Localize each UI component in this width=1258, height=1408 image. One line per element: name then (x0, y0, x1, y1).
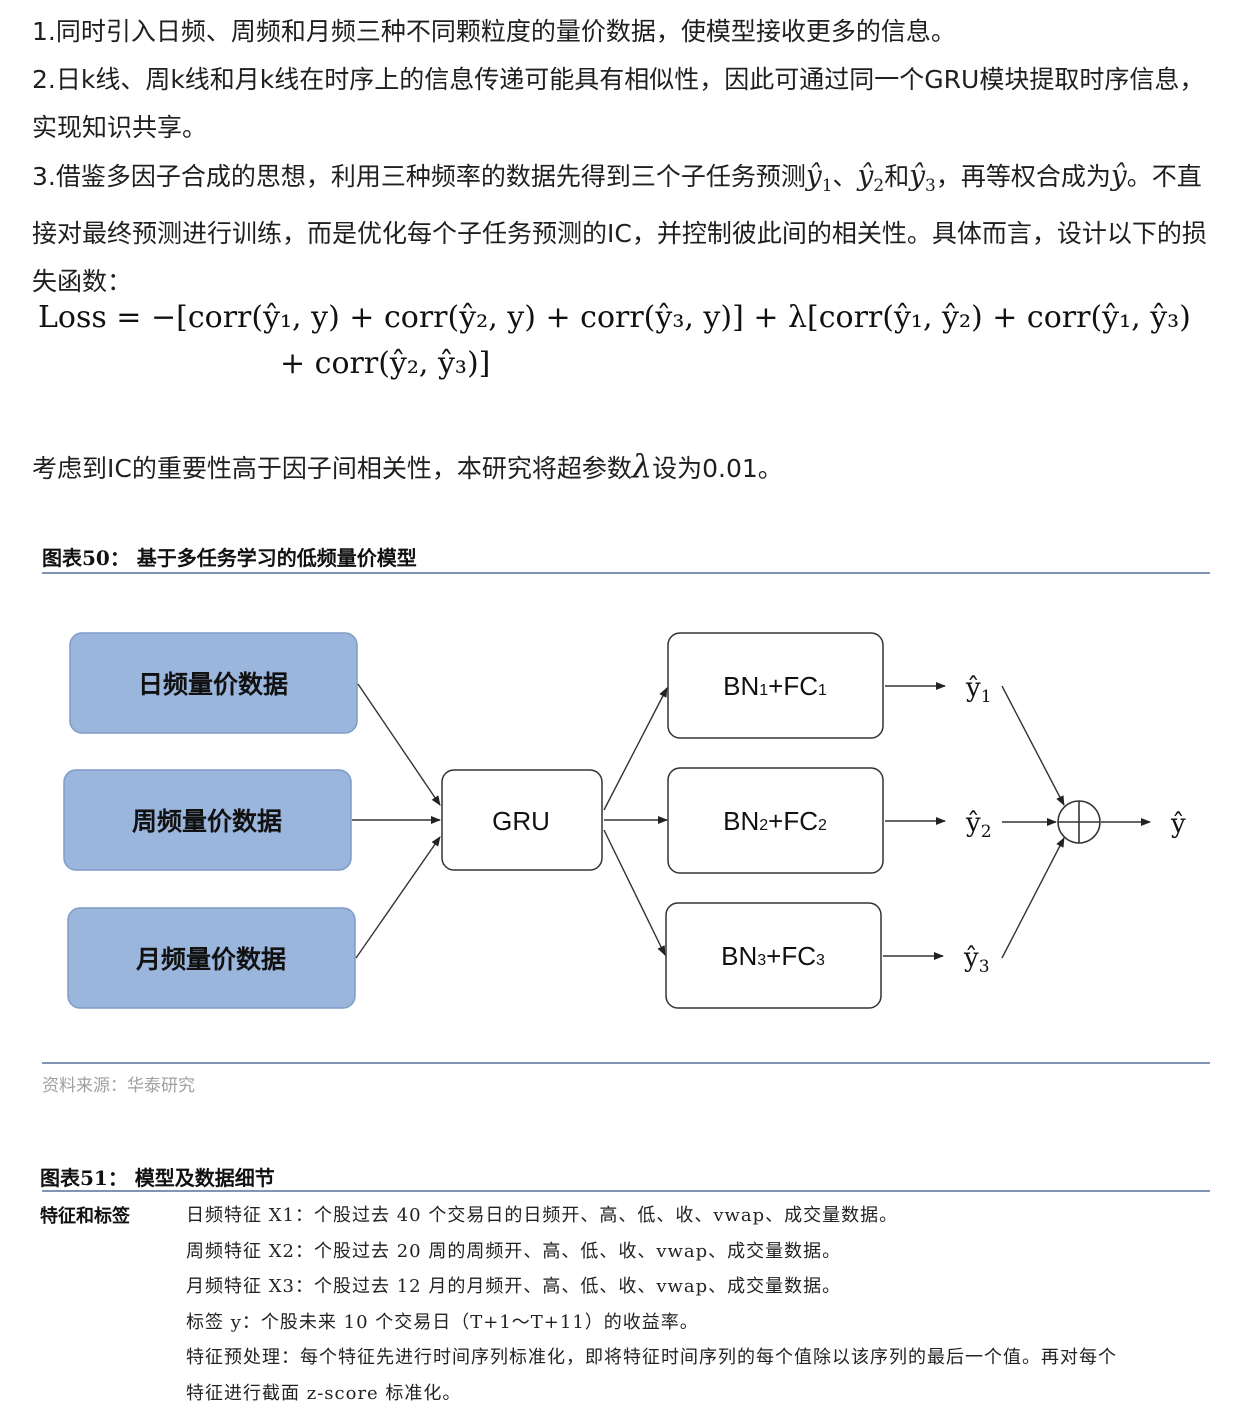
paragraph-3-text-b: ，再等权合成为 (935, 162, 1111, 191)
sum-arrows (1001, 685, 1151, 959)
output-y1: ŷ1 (965, 673, 992, 707)
input-weekly: 周频量价数据 (63, 769, 352, 871)
yhat-1: ŷ1 (805, 159, 833, 196)
figure-50-title: 图表50： 基于多任务学习的低频量价模型 (42, 546, 417, 570)
head-1-label: BN1+FC1 (723, 671, 827, 701)
head-1: BN1+FC1 (667, 632, 884, 739)
input-weekly-label: 周频量价数据 (132, 807, 282, 836)
figure-50-top-rule (42, 572, 1210, 574)
input-daily-label: 日频量价数据 (138, 670, 288, 699)
head-2-label: BN2+FC2 (723, 806, 827, 836)
paragraph-4-text-b: 设为0.01。 (652, 454, 783, 483)
paragraph-2: 2.日k线、周k线和月k线在时序上的信息传递可能具有相似性，因此可通过同一个GR… (32, 65, 1205, 142)
feature-item: 周频特征 X2：个股过去 20 周的周频开、高、低、收、vwap、成交量数据。 (186, 1240, 842, 1262)
feature-item: 特征进行截面 z-score 标准化。 (186, 1382, 462, 1404)
input-monthly: 月频量价数据 (67, 907, 356, 1009)
head-3-label: BN3+FC3 (721, 941, 825, 971)
paragraph-1: 1.同时引入日频、周频和月频三种不同颗粒度的量价数据，使模型接收更多的信息。 (32, 17, 956, 46)
input-arrows (352, 683, 441, 959)
paragraph-4-text-a: 考虑到IC的重要性高于因子间相关性，本研究将超参数 (32, 454, 632, 483)
figure-51-top-rule (42, 1190, 1210, 1192)
output-arrows (883, 682, 946, 960)
feature-item: 标签 y：个股未来 10 个交易日（T+1～T+11）的收益率。 (186, 1311, 699, 1333)
figure-source: 资料来源：华泰研究 (42, 1076, 195, 1096)
head-arrows (603, 687, 668, 956)
lambda-symbol: λ (631, 447, 653, 485)
feature-item: 特征预处理：每个特征先进行时间序列标准化，即将特征时间序列的每个值除以该序列的最… (186, 1347, 1117, 1368)
output-y3: ŷ3 (963, 943, 990, 977)
figure-51-title: 图表51： 模型及数据细节 (40, 1166, 275, 1190)
figure-50-bottom-rule (42, 1062, 1210, 1064)
paragraph-3-text-a: 3.借鉴多因子合成的思想，利用三种频率的数据先得到三个子任务预测 (32, 162, 806, 191)
separator: 、 (832, 162, 858, 191)
gru-label: GRU (492, 806, 550, 836)
feature-item: 月频特征 X3：个股过去 12 月的月频开、高、低、收、vwap、成交量数据。 (186, 1276, 842, 1297)
paragraph-3: 3.借鉴多因子合成的思想，利用三种频率的数据先得到三个子任务预测ŷ1、ŷ2和ŷ3… (32, 152, 1222, 306)
and-word: 和 (884, 162, 910, 191)
features-labels-heading: 特征和标签 (40, 1206, 130, 1227)
sum-icon (1057, 800, 1101, 844)
loss-formula-line-1: Loss = −[corr(ŷ₁, y) + corr(ŷ₂, y) + cor… (38, 300, 1191, 335)
features-list: 日频特征 X1：个股过去 40 个交易日的日频开、高、低、收、vwap、成交量数… (186, 1198, 1216, 1408)
input-daily: 日频量价数据 (69, 632, 358, 734)
head-2: BN2+FC2 (667, 767, 884, 874)
paragraph-4: 考虑到IC的重要性高于因子间相关性，本研究将超参数λ设为0.01。 (32, 442, 1222, 493)
paragraph-3-text-c: 。不直接对最终预测进行训练，而是优化每个子任务预测的IC，并控制彼此间的相关性。… (32, 162, 1207, 296)
gru-box: GRU (441, 769, 603, 871)
output-y2: ŷ2 (965, 808, 992, 842)
input-monthly-label: 月频量价数据 (135, 945, 286, 974)
model-diagram: 日频量价数据 周频量价数据 月频量价数据 GRU BN1+FC1 BN2+FC2… (63, 632, 1186, 1009)
head-3: BN3+FC3 (665, 902, 882, 1009)
final-output: ŷ (1170, 809, 1186, 839)
yhat-2: ŷ2 (857, 159, 885, 196)
yhat-3: ŷ3 (909, 159, 936, 196)
yhat-final: ŷ (1110, 159, 1127, 192)
feature-item: 日频特征 X1：个股过去 40 个交易日的日频开、高、低、收、vwap、成交量数… (186, 1205, 899, 1226)
loss-formula-line-2: + corr(ŷ₂, ŷ₃)] (280, 346, 491, 381)
